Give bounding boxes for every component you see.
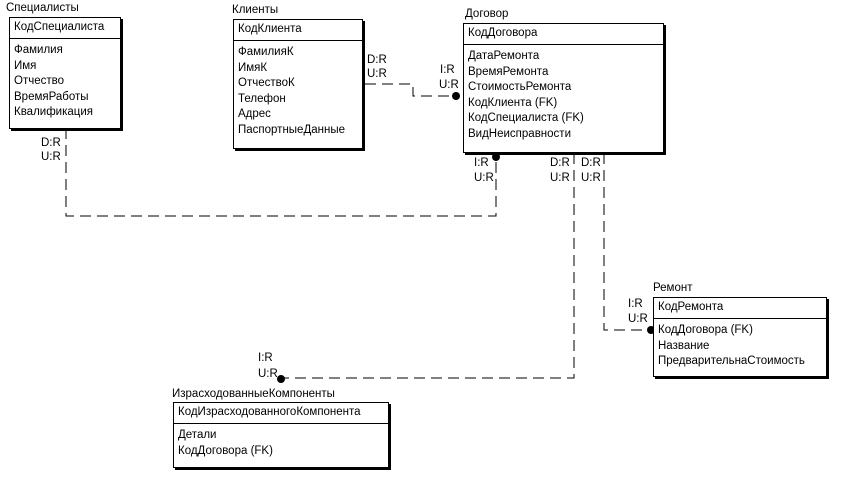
- rel-label-dr: D:R: [41, 137, 61, 149]
- components-title: ИзрасходованныеКомпоненты: [172, 388, 335, 400]
- repair-pk: КодРемонта: [654, 298, 826, 319]
- repair-attr: КодДоговора (FK): [658, 324, 753, 336]
- rel-label-ir: I:R: [474, 157, 489, 169]
- rel-label-ir: I:R: [258, 352, 273, 364]
- contract-attr: ВидНеисправности: [468, 127, 571, 140]
- rel-label-ur: U:R: [367, 68, 387, 80]
- specialists-attr: Имя: [14, 59, 37, 72]
- repair-entity[interactable]: КодРемонта КодДоговора (FK) Название Пре…: [653, 297, 827, 377]
- contract-attr: ВремяРемонта: [468, 65, 549, 78]
- clients-attr: ИмяК: [238, 61, 268, 74]
- specialists-attr: Отчество: [14, 75, 64, 87]
- components-pk: КодИзрасходованногоКомпонента: [174, 403, 388, 424]
- clients-attr: Телефон: [238, 92, 286, 105]
- clients-attr: ПаспортныеДанные: [238, 123, 346, 136]
- specialists-title: Специалисты: [6, 2, 79, 14]
- clients-title: Клиенты: [232, 4, 279, 16]
- specialists-entity[interactable]: КодСпециалиста Фамилия Имя Отчество Врем…: [9, 17, 121, 129]
- repair-attr: ПредварительнаСтоимость: [658, 355, 805, 367]
- specialists-attr: ВремяРаботы: [14, 90, 89, 103]
- clients-attr: ФамилияК: [238, 46, 294, 58]
- rel-specialists-contract: [65, 128, 497, 217]
- specialists-attr: Фамилия: [14, 44, 63, 56]
- specialists-attr: Квалификация: [14, 106, 94, 118]
- components-entity[interactable]: КодИзрасходованногоКомпонента Детали Код…: [173, 402, 389, 468]
- specialists-pk: КодСпециалиста: [10, 18, 120, 39]
- repair-title: Ремонт: [653, 282, 693, 294]
- clients-entity[interactable]: КодКлиента ФамилияК ИмяК ОтчествоК Телеф…: [233, 19, 363, 149]
- repair-attr: Название: [658, 339, 710, 352]
- components-attr: Детали: [178, 429, 217, 441]
- rel-clients-contract: [365, 83, 456, 97]
- rel-label-ur: U:R: [581, 172, 601, 184]
- rel-contract-components: [281, 153, 575, 379]
- rel-label-dr: D:R: [550, 157, 570, 169]
- rel-contract-repair: [603, 153, 651, 331]
- rel-label-ur: U:R: [439, 79, 459, 91]
- components-attr: КодДоговора (FK): [178, 444, 273, 457]
- contract-entity[interactable]: КодДоговора ДатаРемонта ВремяРемонта Сто…: [463, 23, 664, 153]
- rel-label-ur: U:R: [258, 368, 278, 380]
- contract-attr: КодКлиента (FK): [468, 96, 558, 109]
- rel-label-dr: D:R: [581, 157, 601, 169]
- rel-label-ur: U:R: [474, 172, 494, 184]
- rel-clients-contract-dot: [452, 92, 460, 100]
- rel-label-ir: I:R: [628, 298, 643, 310]
- rel-label-ur: U:R: [628, 313, 648, 325]
- contract-attr: СтоимостьРемонта: [468, 81, 572, 93]
- clients-attr: ОтчествоК: [238, 77, 295, 89]
- contract-attr: КодСпециалиста (FK): [468, 112, 584, 124]
- contract-title: Договор: [465, 8, 509, 20]
- rel-contract-components-dot: [277, 375, 285, 383]
- clients-attr: Адрес: [238, 108, 271, 120]
- rel-label-ir: I:R: [440, 64, 455, 76]
- contract-attr: ДатаРемонта: [468, 50, 540, 62]
- rel-label-dr: D:R: [367, 54, 387, 66]
- contract-pk: КодДоговора: [464, 24, 663, 45]
- rel-specialists-contract-dot: [492, 153, 500, 161]
- rel-label-ur: U:R: [41, 151, 61, 163]
- rel-label-ur: U:R: [550, 172, 570, 184]
- clients-pk: КодКлиента: [234, 20, 362, 41]
